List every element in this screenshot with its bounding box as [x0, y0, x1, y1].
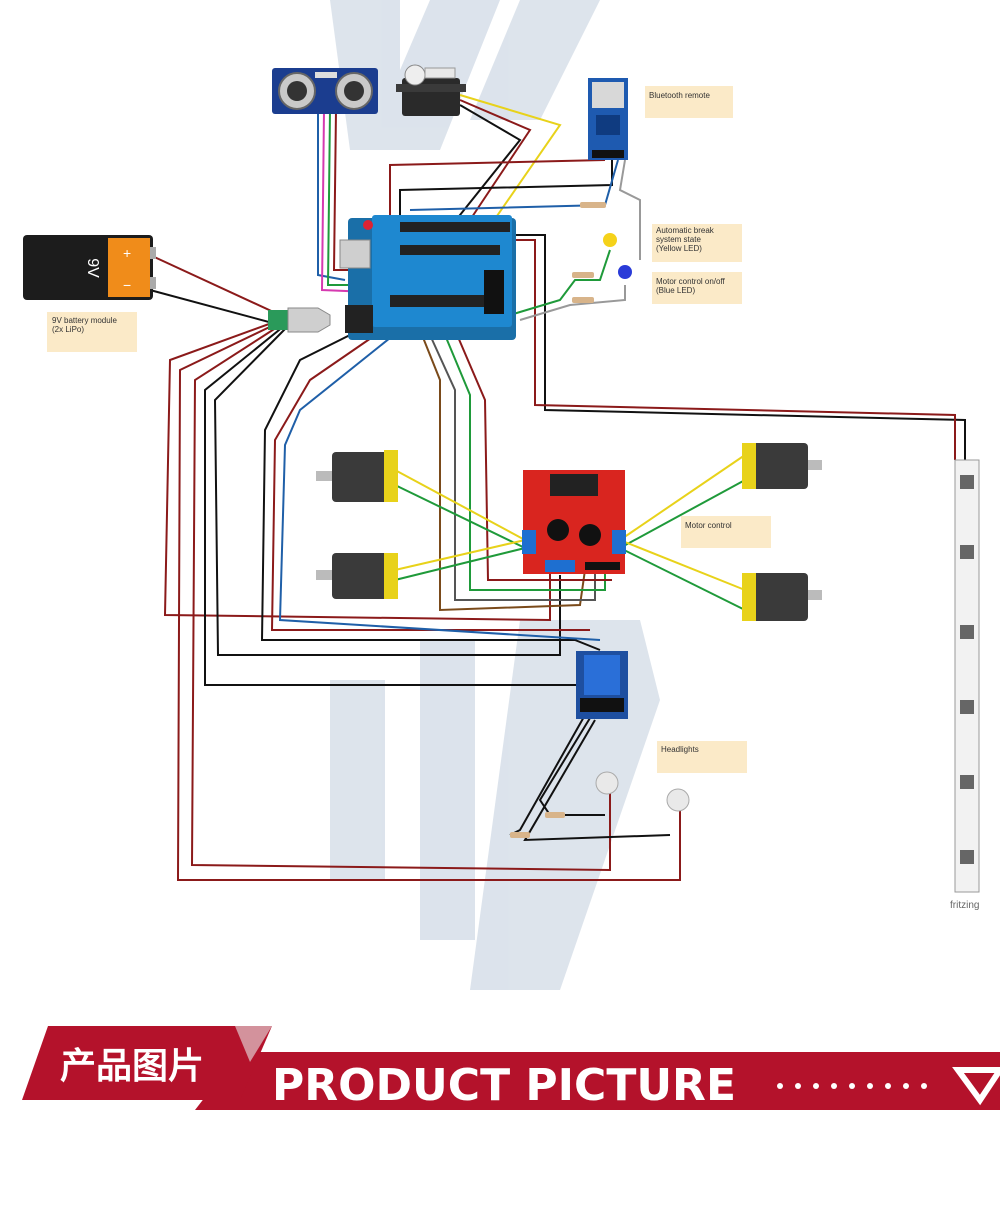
- servo-motor: [396, 64, 466, 116]
- fritzing-label: fritzing: [950, 900, 979, 911]
- relay-module: [576, 651, 628, 719]
- svg-text:(Yellow LED): (Yellow LED): [656, 244, 702, 253]
- led-strip: fritzing: [950, 459, 980, 911]
- dc-motor-left-bottom: [316, 553, 398, 599]
- note-brake: Automatic break system state (Yellow LED…: [652, 224, 742, 262]
- banner-title-en: PRODUCT PICTURE: [272, 1060, 736, 1111]
- note-brake-line3: (Yellow LED): [656, 244, 702, 253]
- svg-text:Automatic break: Automatic break: [656, 226, 715, 235]
- note-battery-line2: (2x LiPo): [52, 325, 84, 334]
- svg-text:Motor control: Motor control: [685, 521, 732, 530]
- note-motor-led: Motor control on/off (Blue LED): [652, 272, 742, 304]
- svg-text:system state: system state: [656, 235, 701, 244]
- dc-motor-right-bottom: [742, 573, 822, 621]
- note-battery: 9V battery module (2x LiPo): [47, 312, 137, 352]
- chevron-down-icon: [952, 1067, 1000, 1106]
- headlight-led-2: [666, 788, 690, 812]
- dc-motor-left-top: [316, 450, 398, 502]
- note-motor-control: Motor control: [681, 516, 771, 548]
- battery-minus: −: [123, 277, 131, 293]
- note-brake-line1: Automatic break: [656, 226, 715, 235]
- arduino-board: [339, 215, 516, 340]
- banner-title-cn: 产品图片: [60, 1046, 204, 1087]
- svg-text:Headlights: Headlights: [661, 745, 699, 754]
- banner-dots: [777, 1083, 927, 1089]
- note-motor-control-line1: Motor control: [685, 521, 732, 530]
- ultrasonic-sensor: [272, 68, 378, 114]
- headlight-led-1: [595, 771, 619, 795]
- svg-text:(Blue LED): (Blue LED): [656, 286, 695, 295]
- battery-label: 9V: [84, 258, 101, 278]
- motor-driver: [522, 470, 626, 574]
- note-bluetooth-line1: Bluetooth remote: [649, 91, 710, 100]
- note-battery-line1: 9V battery module: [52, 316, 117, 325]
- resistors: [510, 202, 606, 838]
- note-brake-line2: system state: [656, 235, 701, 244]
- note-bluetooth: Bluetooth remote: [645, 86, 733, 118]
- battery-plus: +: [123, 245, 131, 261]
- note-headlights-line1: Headlights: [661, 745, 699, 754]
- product-picture-banner: 产品图片 PRODUCT PICTURE: [22, 1026, 1000, 1111]
- note-motor-led-line1: Motor control on/off: [656, 277, 726, 286]
- dc-motor-right-top: [742, 443, 822, 489]
- note-motor-led-line2: (Blue LED): [656, 286, 695, 295]
- dc-jack: [268, 307, 331, 333]
- svg-text:Motor control on/off: Motor control on/off: [656, 277, 726, 286]
- wires: [149, 94, 966, 881]
- note-headlights: Headlights: [657, 741, 747, 773]
- circuit-diagram: 9V + −: [23, 0, 980, 990]
- yellow-led: [603, 233, 617, 247]
- battery-9v: 9V + −: [23, 235, 156, 300]
- svg-text:9V battery module: 9V battery module: [52, 316, 117, 325]
- svg-text:(2x LiPo): (2x LiPo): [52, 325, 84, 334]
- bluetooth-module: [588, 78, 628, 160]
- blue-led: [618, 265, 632, 279]
- svg-text:Bluetooth remote: Bluetooth remote: [649, 91, 710, 100]
